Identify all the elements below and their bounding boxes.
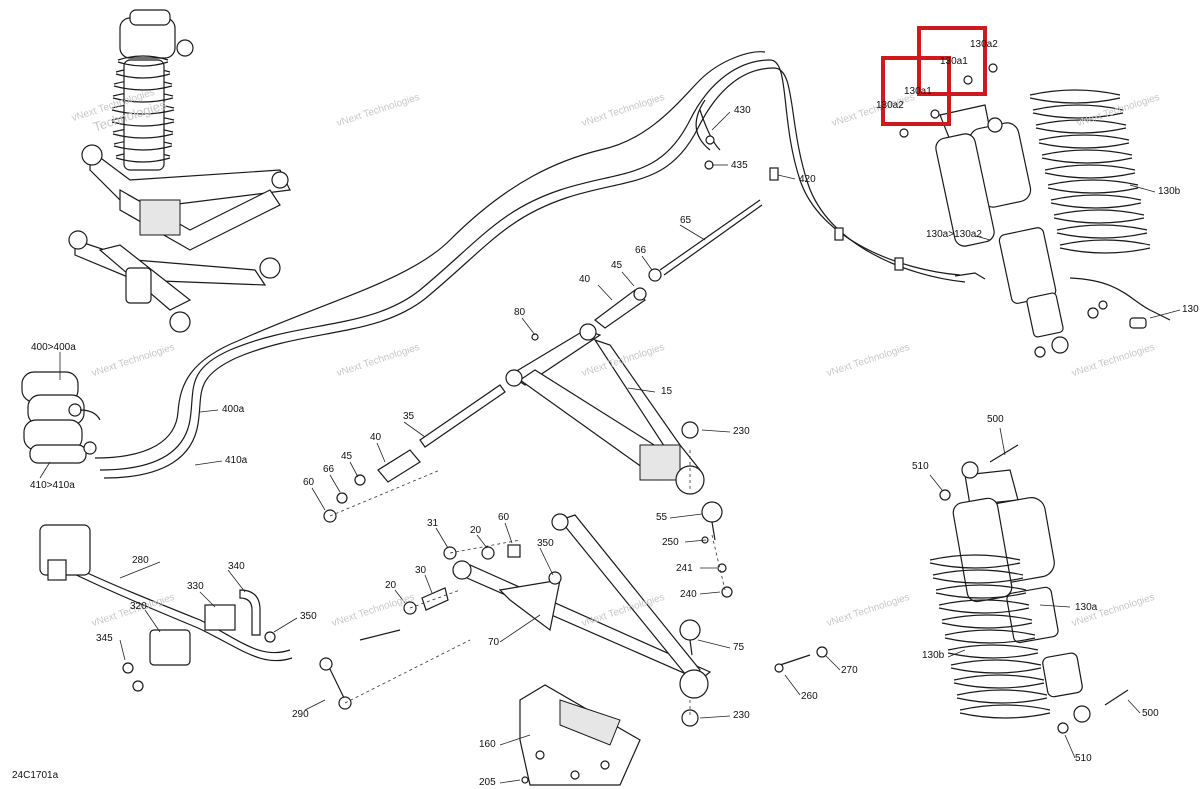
caliper-assembly-left [21,371,101,464]
callout-320[interactable]: 320 [130,601,147,612]
callout-31[interactable]: 31 [427,518,439,529]
callout-500-b[interactable]: 500 [1142,708,1159,719]
callout-60-b[interactable]: 60 [498,512,510,523]
callout-205[interactable]: 205 [479,777,496,788]
callout-410a[interactable]: 410a [225,455,248,466]
callout-290[interactable]: 290 [292,709,309,720]
callout-410-410a[interactable]: 410>410a [30,480,75,491]
callout-330[interactable]: 330 [187,581,204,592]
callout-435[interactable]: 435 [731,160,748,171]
callout-350-a[interactable]: 350 [537,538,554,549]
callout-55[interactable]: 55 [656,512,668,523]
callout-280[interactable]: 280 [132,555,149,566]
callout-20-b[interactable]: 20 [385,580,397,591]
callout-345[interactable]: 345 [96,633,113,644]
highlight-box-130a2 [917,26,987,96]
dashed-assembly-lines [329,450,726,715]
callout-45-b[interactable]: 45 [341,451,353,462]
callout-80[interactable]: 80 [514,307,526,318]
callout-500-a[interactable]: 500 [987,414,1004,425]
fasteners [704,135,828,673]
shock-absorber-bottom-right [939,444,1129,734]
callout-510-b[interactable]: 510 [1075,753,1092,764]
callout-350-b[interactable]: 350 [300,611,317,622]
callout-35[interactable]: 35 [403,411,415,422]
callout-75[interactable]: 75 [733,642,745,653]
callout-130a2[interactable]: 130a2 [876,100,904,111]
highlight-box-130a1 [881,56,951,126]
callout-230-a[interactable]: 230 [733,426,750,437]
callout-130a2-top[interactable]: 130a2 [970,39,998,50]
callout-130b-top[interactable]: 130b [1158,186,1181,197]
bracket [519,684,641,786]
brake-lines [94,51,1171,479]
callout-400a[interactable]: 400a [222,404,245,415]
diagram-code: 24C1701a [12,770,59,781]
callout-340[interactable]: 340 [228,561,245,572]
callout-40-a[interactable]: 40 [579,274,591,285]
callout-270[interactable]: 270 [841,665,858,676]
lower-a-arm [359,513,712,699]
callout-40-b[interactable]: 40 [370,432,382,443]
callout-130b-low[interactable]: 130b [922,650,945,661]
upper-a-arm [323,199,763,523]
callout-420[interactable]: 420 [799,174,816,185]
callout-130a-130a2[interactable]: 130a>130a2 [926,229,982,240]
callout-130a1[interactable]: 130a1 [904,86,932,97]
callout-130-right[interactable]: 130 [1182,304,1199,315]
callout-240[interactable]: 240 [680,589,697,600]
callout-230-b[interactable]: 230 [733,710,750,721]
callout-15[interactable]: 15 [661,386,673,397]
callout-400-400a[interactable]: 400>400a [31,342,76,353]
callout-241[interactable]: 241 [676,563,693,574]
leader-lines [39,111,1181,784]
callout-66-b[interactable]: 66 [323,464,335,475]
callout-260[interactable]: 260 [801,691,818,702]
callout-250[interactable]: 250 [662,537,679,548]
callout-130a-low[interactable]: 130a [1075,602,1098,613]
callout-60-a[interactable]: 60 [303,477,315,488]
callout-510-a[interactable]: 510 [912,461,929,472]
shock-absorber-top-right [899,63,1108,358]
callout-20-a[interactable]: 20 [470,525,482,536]
coil-spring-top [1029,89,1151,254]
sway-bar [39,524,352,710]
callout-430[interactable]: 430 [734,105,751,116]
callout-30[interactable]: 30 [415,565,427,576]
callout-66-a[interactable]: 66 [635,245,647,256]
callout-70[interactable]: 70 [488,637,500,648]
callout-160[interactable]: 160 [479,739,496,750]
assembly-illustration-top-left [68,9,291,333]
coil-spring-bottom [929,554,1051,719]
callout-65[interactable]: 65 [680,215,692,226]
callout-45-a[interactable]: 45 [611,260,623,271]
callout-130a1-top[interactable]: 130a1 [940,56,968,67]
